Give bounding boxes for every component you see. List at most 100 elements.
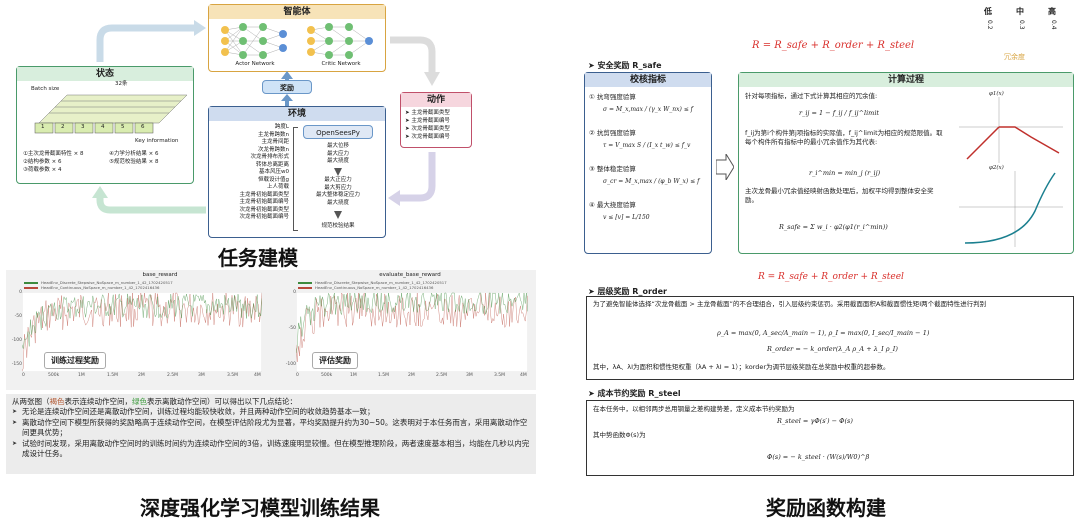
- x-tick: 0: [296, 373, 299, 378]
- order-formula: ρ_A = max(0, A_sec/A_main − 1), ρ_I = ma…: [717, 329, 930, 337]
- redundancy-label: 冗余度: [1004, 53, 1025, 61]
- calc-para: 针对每项指标，通过下式计算其相应的冗余值:: [745, 92, 878, 100]
- y-tick: -50: [14, 314, 22, 319]
- env-output: 最大挠度: [326, 158, 349, 164]
- state-stack-icon: [34, 94, 188, 134]
- batch-size-label: Batch size: [31, 86, 60, 92]
- env-output: 最大应力: [326, 150, 349, 157]
- y-tick: 0: [293, 290, 296, 295]
- actor-label: Actor Network: [235, 61, 275, 67]
- action-box: 动作 ➤ 主龙骨截面类型 ➤ 主龙骨截面编号 ➤ 次龙骨截面类型 ➤ 次龙骨截面…: [400, 92, 472, 148]
- discrete-series-line: [22, 293, 262, 349]
- y-tick: -100: [285, 362, 296, 367]
- block-number: 4: [101, 124, 105, 130]
- block-number: 1: [41, 124, 45, 130]
- steel-para: 其中势函数Φ(s)为: [593, 431, 646, 439]
- steel-formula: Φ(s) = − k_steel · (W(s)/W0)^β: [767, 453, 870, 461]
- chart2-legend: HeadEnv_Discrete_Stepwise_NoSpace_m_numb…: [298, 280, 447, 290]
- env-param: 次龙骨排布形式: [250, 154, 289, 160]
- y-tick: 0: [19, 290, 22, 295]
- env-param: 恒载设计值g: [258, 176, 289, 183]
- reward-up-arrow-icon: [281, 71, 293, 81]
- phi1-curve: [959, 97, 1063, 163]
- calc-title: 计算过程: [739, 73, 1073, 87]
- top-reward-formula: R = R_safe + R_order + R_steel: [752, 40, 915, 51]
- order-header: ➤ 层级奖励 R_order: [588, 287, 667, 296]
- chart1-legend: HeadEnv_Discrete_Stepwise_NoSpace_m_numb…: [24, 280, 173, 290]
- chart1-title: base_reward: [142, 272, 178, 278]
- env-param-list: 跨度L 主龙骨跨数n 主龙骨间距 次龙骨跨数n 次龙骨排布形式 转体总离距离 基…: [211, 124, 289, 222]
- conclusion-item: 无论是连续动作空间还是离散动作空间，训练过程均能较快收敛，并且两种动作空间的收敛…: [12, 407, 530, 417]
- chart2-x-ticks: 0 500k 1M 1.5M 2M 2.5M 3M 3.5M 4M: [296, 373, 528, 381]
- env-param: 基本风压w0: [259, 169, 289, 175]
- continuous-series-line: [22, 292, 262, 372]
- training-caption: 深度强化学习模型训练结果: [140, 496, 380, 520]
- env-up-arrow-icon: [281, 94, 293, 106]
- action-title: 动作: [401, 93, 471, 107]
- state-item: ③荷载参数 × 4: [23, 167, 62, 173]
- critic-network-icon: [307, 23, 373, 59]
- scale-value: 0.4: [1050, 20, 1057, 30]
- check-formula: v ≤ [v] = L/150: [603, 214, 650, 221]
- scale-low: 低: [984, 7, 992, 16]
- env-down-arrow-icon: [334, 168, 342, 176]
- check-name: ③ 整体稳定验算: [589, 165, 636, 173]
- env-output: 最大位移: [326, 143, 349, 149]
- env-bracket: [293, 127, 298, 231]
- conclusion-list: 无论是连续动作空间还是离散动作空间，训练过程均能较快收敛，并且两种动作空间的收敛…: [12, 407, 530, 459]
- scale-value: 0.3: [1018, 20, 1025, 30]
- state-box: 状态 Batch size 32条 1 2 3 4 5 6 Key inform…: [16, 66, 194, 184]
- action-item: ➤ 次龙骨截面编号: [405, 134, 450, 140]
- state-item: ⑤规范校验结果 × 8: [109, 159, 159, 165]
- order-formula: R_order = − k_order(λ_A ρ_A + λ_I ρ_I): [767, 345, 898, 353]
- env-output-list: 最大位移 最大应力 最大挠度: [303, 143, 373, 166]
- scale-high: 高: [1048, 7, 1056, 16]
- conclusion-block: 从两张图（褐色表示连续动作空间，绿色表示离散动作空间）可以得出以下几点结论： 无…: [6, 394, 536, 474]
- env-output: 最大整体稳定应力: [315, 192, 360, 198]
- phi2-curve: [959, 171, 1063, 247]
- calc-para: 主次龙骨最小冗余值经映射函数处理后，加权平均得到整体安全奖励。: [745, 187, 934, 204]
- conclusion-item: 试验时间发现，采用离散动作空间时的训练时间约为连续动作空间的3倍，训练速度明显较…: [12, 439, 530, 459]
- redundancy-scale: 低 中 高 0.2 0.3 0.4 冗余度: [978, 4, 1078, 64]
- chart1-badge: 训练过程奖励: [44, 352, 106, 369]
- state-item: ②结构参数 × 6: [23, 159, 62, 165]
- x-tick: 1.5M: [378, 373, 390, 378]
- state-item: ④力学分析结果 × 6: [109, 151, 159, 157]
- x-tick: 3.5M: [227, 373, 239, 378]
- cycle-arrows: [92, 20, 440, 214]
- env-param: 主龙骨间距: [261, 139, 289, 145]
- y-tick: -50: [288, 326, 296, 331]
- state-item: ①主次龙骨截面特性 × 8: [23, 151, 84, 157]
- env-down-arrow-icon: [334, 211, 342, 219]
- action-item: ➤ 主龙骨截面编号: [405, 118, 450, 124]
- environment-box: 环境 跨度L 主龙骨跨数n 主龙骨间距 次龙骨跨数n 次龙骨排布形式 转体总离距…: [208, 106, 386, 238]
- y-tick: -100: [11, 338, 22, 343]
- stack-count-label: 32条: [115, 81, 128, 87]
- action-item: ➤ 主龙骨截面类型: [405, 110, 450, 116]
- x-tick: 1.5M: [107, 373, 119, 378]
- block-number: 3: [81, 124, 85, 130]
- key-info-label: Key information: [135, 138, 179, 144]
- x-tick: 4M: [520, 373, 527, 378]
- check-name: ④ 最大挠度验算: [589, 201, 636, 209]
- env-param: 跨度L: [274, 124, 289, 130]
- action-item: ➤ 次龙骨截面类型: [405, 126, 450, 132]
- chart2-y-ticks: 0 -50 -100: [282, 290, 296, 372]
- calc-formula: R_safe = Σ w_i · φ2(φ1(r_i^min)): [779, 223, 888, 231]
- chart2-badge: 评估奖励: [312, 352, 358, 369]
- order-box: 为了避免智能体选择“次龙骨截面 > 主龙骨截面”的不合理组合，引入层级约束惩罚。…: [586, 296, 1074, 380]
- check-formula: σ = M_x,max / (γ_x W_nx) ≤ f: [603, 106, 693, 113]
- x-tick: 2M: [408, 373, 415, 378]
- state-block-numbers: 1 2 3 4 5 6: [35, 124, 155, 134]
- block-number: 2: [61, 124, 65, 130]
- discrete-series-line: [296, 292, 528, 354]
- env-output: 最大剪应力: [324, 184, 352, 191]
- env-result-label: 规范校验结果: [321, 223, 355, 229]
- env-param: 上人荷载: [266, 184, 289, 190]
- check-title: 校核指标: [585, 73, 711, 87]
- calc-process-box: 计算过程 针对每项指标，通过下式计算其相应的冗余值: r_ij = 1 − f_…: [738, 72, 1074, 254]
- check-formula: σ_cr = M_x,max / (φ_b W_x) ≤ f: [603, 178, 700, 185]
- order-para: 为了避免智能体选择“次龙骨截面 > 主龙骨截面”的不合理组合，引入层级约束惩罚。…: [593, 300, 987, 308]
- phi2-label: φ2(x): [989, 165, 1004, 171]
- chart1-x-ticks: 0 500k 1M 1.5M 2M 2.5M 3M 3.5M 4M: [22, 373, 262, 381]
